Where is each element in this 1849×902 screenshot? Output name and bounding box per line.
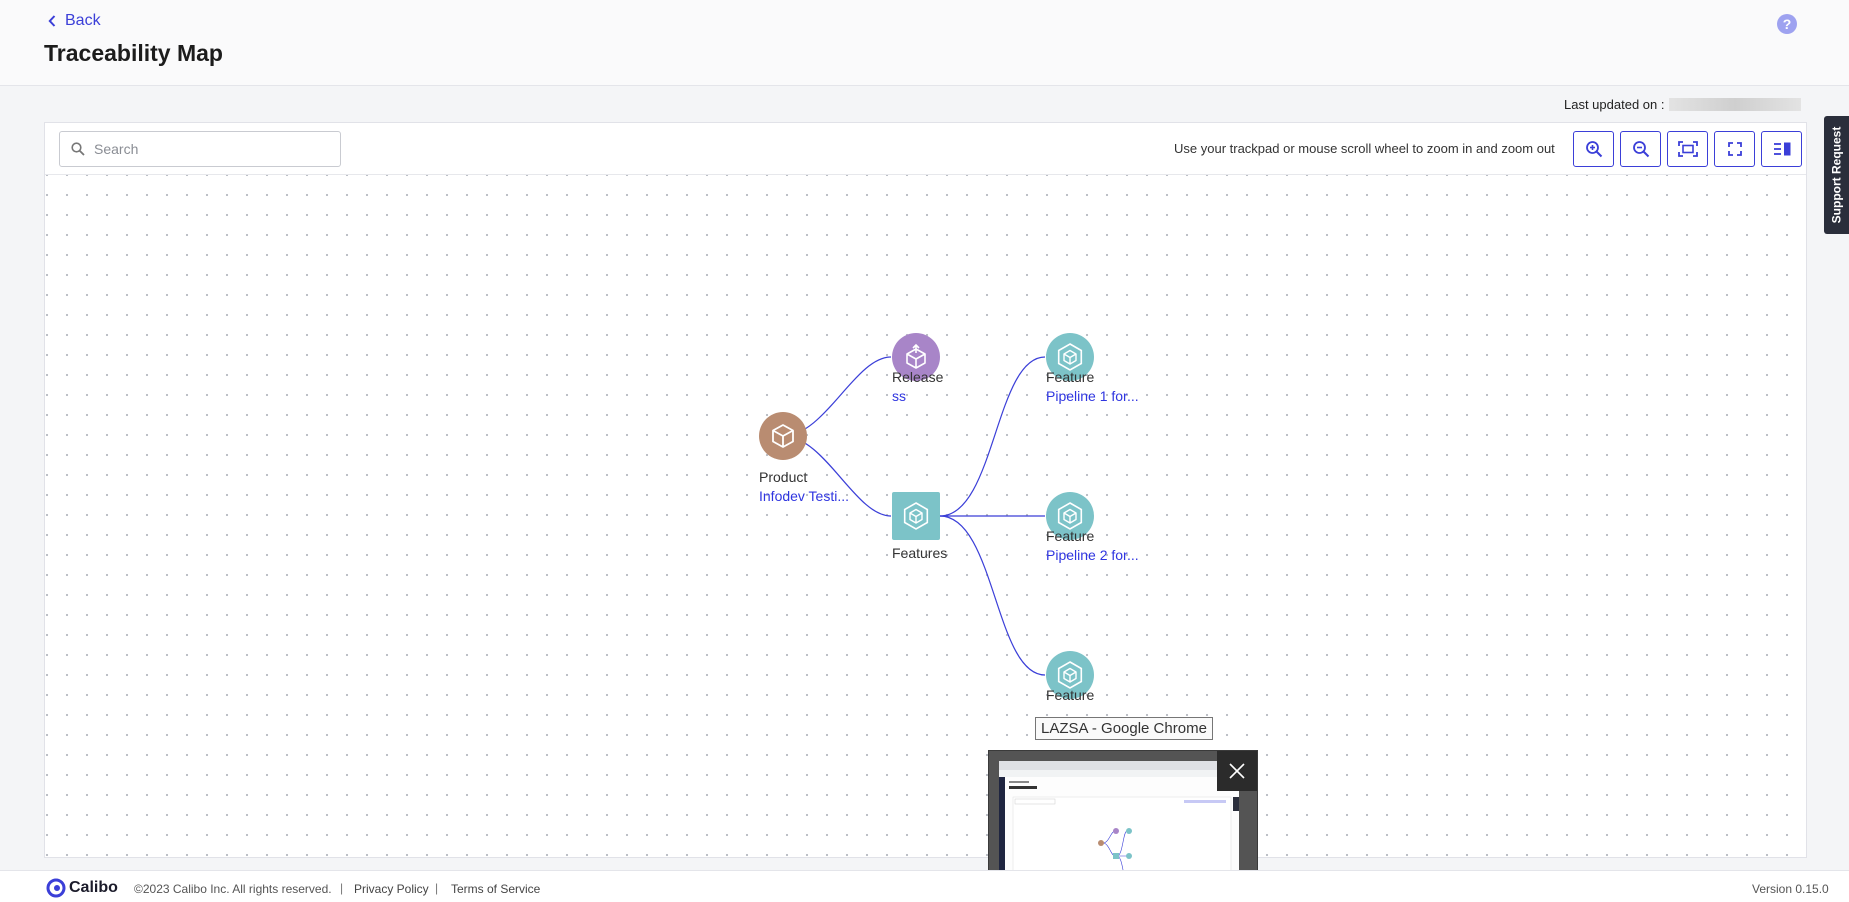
- support-request-tab[interactable]: Support Request: [1824, 116, 1849, 234]
- fit-to-screen-icon: [1677, 141, 1698, 157]
- last-updated-label: Last updated on :: [1564, 97, 1665, 112]
- help-icon[interactable]: ?: [1777, 14, 1797, 34]
- zoom-in-button[interactable]: [1573, 131, 1614, 167]
- search-icon: [71, 142, 85, 156]
- support-request-label: Support Request: [1829, 126, 1844, 224]
- close-icon: [1229, 763, 1245, 779]
- hexagon-cube-icon: [1046, 492, 1094, 540]
- node-name-link[interactable]: ss: [892, 388, 906, 404]
- node-type-label: Product: [759, 469, 808, 485]
- calibo-logo: Calibo: [46, 878, 118, 898]
- panel-toggle-icon: [1773, 142, 1790, 156]
- terms-of-service-link[interactable]: Terms of Service: [451, 882, 541, 896]
- zoom-in-icon: [1585, 141, 1602, 158]
- hexagon-cube-icon: [1046, 651, 1094, 699]
- logo-text: Calibo: [69, 879, 118, 896]
- calibo-logo-icon: [46, 878, 66, 898]
- node-name-link[interactable]: Infodev Testi...: [759, 488, 850, 504]
- preview-close-button[interactable]: [1217, 751, 1257, 791]
- copyright-text: ©2023 Calibo Inc. All rights reserved.: [134, 882, 332, 896]
- back-link[interactable]: Back: [48, 12, 101, 30]
- fullscreen-icon: [1727, 142, 1742, 156]
- last-updated: Last updated on :: [1564, 97, 1802, 112]
- node-name-link[interactable]: Pipeline 1 for...: [1046, 388, 1139, 404]
- cube-icon: [759, 412, 807, 460]
- zoom-out-button[interactable]: [1620, 131, 1661, 167]
- edge-features-feature1: [939, 356, 1046, 517]
- zoom-hint: Use your trackpad or mouse scroll wheel …: [1174, 141, 1555, 156]
- window-title-tooltip: LAZSA - Google Chrome: [1035, 717, 1213, 740]
- node-type-label: Feature: [1046, 369, 1095, 385]
- search-input[interactable]: [94, 141, 324, 157]
- version-label: Version 0.15.0: [1752, 882, 1829, 896]
- map-toolbar: Use your trackpad or mouse scroll wheel …: [45, 123, 1806, 175]
- node-type-label: Release: [892, 369, 944, 385]
- hexagon-cube-icon: [892, 492, 940, 540]
- page-header: Back Traceability Map ?: [0, 0, 1849, 86]
- chevron-left-icon: [48, 15, 56, 27]
- back-label: Back: [65, 12, 101, 29]
- edge-features-feature3: [939, 515, 1046, 676]
- fit-to-screen-button[interactable]: [1667, 131, 1708, 167]
- zoom-out-icon: [1632, 141, 1649, 158]
- node-name-link[interactable]: Pipeline 2 for...: [1046, 547, 1139, 563]
- page-footer: Calibo ©2023 Calibo Inc. All rights rese…: [0, 870, 1849, 902]
- box-arrow-icon: [892, 333, 940, 381]
- hexagon-cube-icon: [1046, 333, 1094, 381]
- page-title: Traceability Map: [44, 40, 223, 66]
- search-box[interactable]: [59, 131, 341, 167]
- last-updated-value-redacted: [1669, 98, 1802, 111]
- footer-separator: |: [435, 881, 439, 895]
- traceability-map-panel: Use your trackpad or mouse scroll wheel …: [44, 122, 1807, 858]
- node-type-label: Feature: [1046, 687, 1095, 703]
- map-canvas[interactable]: Product Infodev Testi... Release ss Feat…: [45, 175, 1806, 857]
- node-type-label: Features: [892, 545, 948, 561]
- fullscreen-button[interactable]: [1714, 131, 1755, 167]
- node-type-label: Feature: [1046, 528, 1095, 544]
- footer-separator: |: [340, 881, 344, 895]
- panel-toggle-button[interactable]: [1761, 131, 1802, 167]
- privacy-policy-link[interactable]: Privacy Policy: [354, 882, 429, 896]
